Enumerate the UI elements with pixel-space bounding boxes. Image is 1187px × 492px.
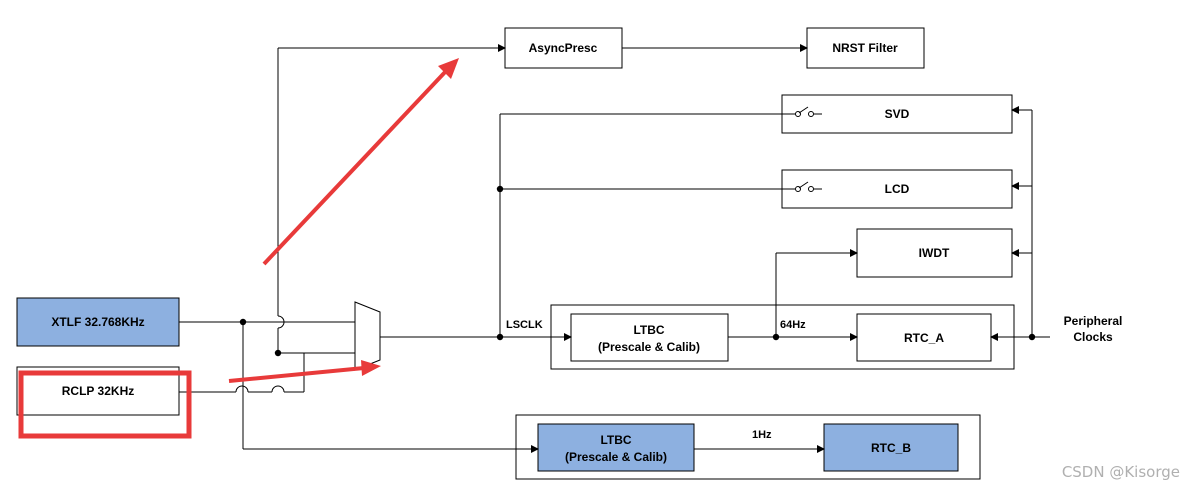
watermark: CSDN @Kisorge — [1062, 463, 1180, 481]
iwdt-label: IWDT — [919, 246, 950, 260]
ltbc-top-label: LTBC — [633, 323, 664, 337]
rtc-b-block: RTC_B — [823, 423, 959, 472]
red-arrow-up — [262, 68, 449, 266]
rtc-a-block: RTC_A — [856, 313, 992, 362]
rclp-highlight-box — [18, 370, 192, 439]
ltbc-bottom-block: LTBC (Prescale & Calib) — [537, 423, 695, 472]
lcd-gate-switch — [795, 181, 822, 192]
ltbc-top-block: LTBC (Prescale & Calib) — [570, 313, 729, 362]
xtlf-label: XTLF 32.768KHz — [51, 315, 144, 329]
wires — [179, 44, 1050, 453]
rtc-b-label: RTC_B — [871, 441, 911, 455]
ltbc-bottom-label: LTBC — [600, 433, 631, 447]
hz1-label: 1Hz — [752, 429, 772, 441]
rtc-a-label: RTC_A — [904, 331, 944, 345]
nrst-filter-block: NRST Filter — [806, 27, 925, 69]
async-presc-label: AsyncPresc — [529, 41, 598, 55]
svd-gate-switch — [795, 106, 822, 117]
ltbc-bottom-sublabel: (Prescale & Calib) — [565, 450, 667, 464]
iwdt-block: IWDT — [856, 228, 1013, 278]
nrst-filter-label: NRST Filter — [832, 41, 898, 55]
lcd-label: LCD — [885, 182, 910, 196]
red-arrow-right-head — [361, 360, 381, 376]
hz64-label: 64Hz — [780, 319, 806, 331]
ltbc-top-sublabel: (Prescale & Calib) — [598, 340, 700, 354]
lsclk-label: LSCLK — [506, 319, 543, 331]
peripheral-clocks-label: Peripheral — [1064, 314, 1123, 328]
svd-label: SVD — [885, 107, 910, 121]
red-arrow-right — [228, 366, 365, 383]
xtlf-block: XTLF 32.768KHz — [16, 297, 180, 347]
clock-mux — [354, 301, 381, 371]
red-annotations — [18, 58, 459, 439]
async-presc-block: AsyncPresc — [504, 27, 623, 69]
peripheral-clocks-sublabel: Clocks — [1073, 330, 1113, 344]
junction-dots — [239, 185, 1036, 357]
red-arrow-up-head — [438, 58, 459, 79]
rclp-label: RCLP 32KHz — [62, 384, 134, 398]
